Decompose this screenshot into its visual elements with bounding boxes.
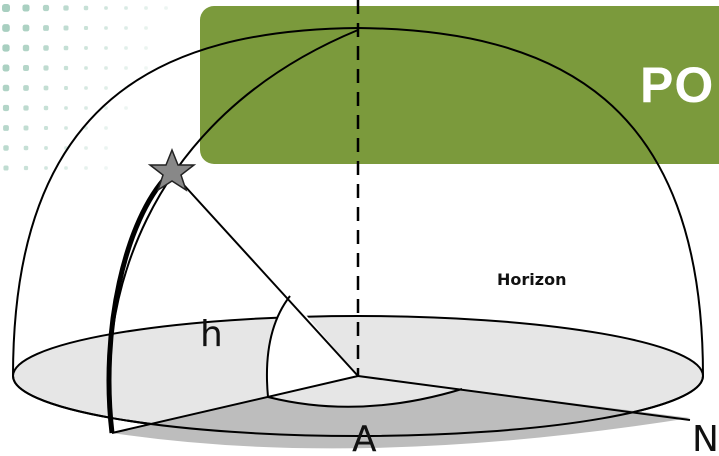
decorative-dot: [22, 64, 30, 72]
decorative-dot: [104, 106, 108, 110]
decorative-dot: [22, 4, 30, 12]
decorative-dot: [104, 86, 108, 90]
decorative-dot: [144, 46, 148, 50]
decorative-dot: [104, 166, 108, 170]
decorative-dot: [124, 6, 128, 10]
decorative-dot: [44, 146, 48, 150]
decorative-dot: [3, 165, 9, 171]
decorative-dot: [23, 125, 29, 131]
decorative-dot: [63, 45, 69, 51]
decorative-dot: [22, 44, 30, 52]
decorative-dot: [104, 126, 108, 130]
azimuth-line-north: [357, 375, 691, 421]
decorative-dot: [23, 145, 29, 151]
decorative-dot: [23, 85, 29, 91]
decorative-dot: [44, 166, 48, 170]
decorative-dot: [2, 104, 10, 112]
star-icon: [147, 147, 197, 192]
decorative-dot: [2, 4, 10, 12]
decorative-dot: [124, 66, 128, 70]
decorative-dot: [3, 145, 9, 151]
azimuth-label: A: [352, 419, 377, 456]
decorative-dot: [104, 66, 108, 70]
altitude-angle-region: [266, 296, 358, 397]
decorative-dot: [43, 105, 49, 111]
decorative-dot: [43, 45, 49, 51]
decorative-dot: [64, 106, 68, 110]
altitude-arc-bold: [106, 173, 170, 434]
decorative-dot: [43, 85, 49, 91]
decorative-dot: [144, 6, 148, 10]
decorative-dot: [104, 146, 108, 150]
decorative-dot: [84, 86, 88, 90]
decorative-dot: [84, 146, 88, 150]
decorative-dot: [164, 6, 168, 10]
decorative-dot: [3, 125, 9, 131]
decorative-dot: [84, 126, 88, 130]
decorative-dot: [64, 126, 68, 130]
decorative-dot: [84, 166, 88, 170]
decorative-dot: [124, 26, 128, 30]
decorative-dot: [2, 84, 10, 92]
altitude-label: h: [200, 314, 223, 355]
decorative-dot: [63, 65, 69, 71]
decorative-dot: [23, 105, 29, 111]
decorative-dot: [42, 4, 50, 12]
azimuth-line-star: [111, 375, 359, 434]
decorative-dot: [104, 26, 108, 30]
horizon-rim-front: [12, 376, 704, 437]
decorative-dot: [83, 25, 89, 31]
dot-pattern-decoration: [2, 4, 168, 171]
decorative-dot: [144, 26, 148, 30]
altitude-arc: [265, 295, 291, 398]
decorative-dot: [84, 66, 88, 70]
azimuth-sector: [112, 376, 690, 449]
decorative-dot: [124, 46, 128, 50]
decorative-dot: [64, 86, 68, 90]
north-label: N: [692, 419, 719, 456]
decorative-dot: [84, 106, 88, 110]
decorative-dot: [23, 165, 29, 171]
decorative-dot: [2, 64, 10, 72]
decorative-dot: [64, 166, 68, 170]
decorative-dot: [43, 65, 49, 71]
decorative-dot: [63, 5, 69, 11]
decorative-dot: [124, 106, 128, 110]
horizon-label: Horizon: [497, 270, 566, 289]
decorative-dot: [22, 24, 30, 32]
decorative-dot: [43, 125, 49, 131]
decorative-dot: [2, 44, 10, 52]
decorative-dot: [43, 25, 49, 31]
decorative-dot: [2, 24, 10, 32]
star-sightline: [171, 171, 359, 377]
decorative-dot: [144, 66, 148, 70]
decorative-dot: [104, 46, 108, 50]
decorative-dot: [63, 25, 69, 31]
azimuth-arc: [267, 388, 463, 408]
decorative-dot: [104, 6, 108, 10]
decorative-dot: [83, 5, 89, 11]
slide-title: PO: [640, 57, 715, 113]
decorative-dot: [84, 46, 88, 50]
